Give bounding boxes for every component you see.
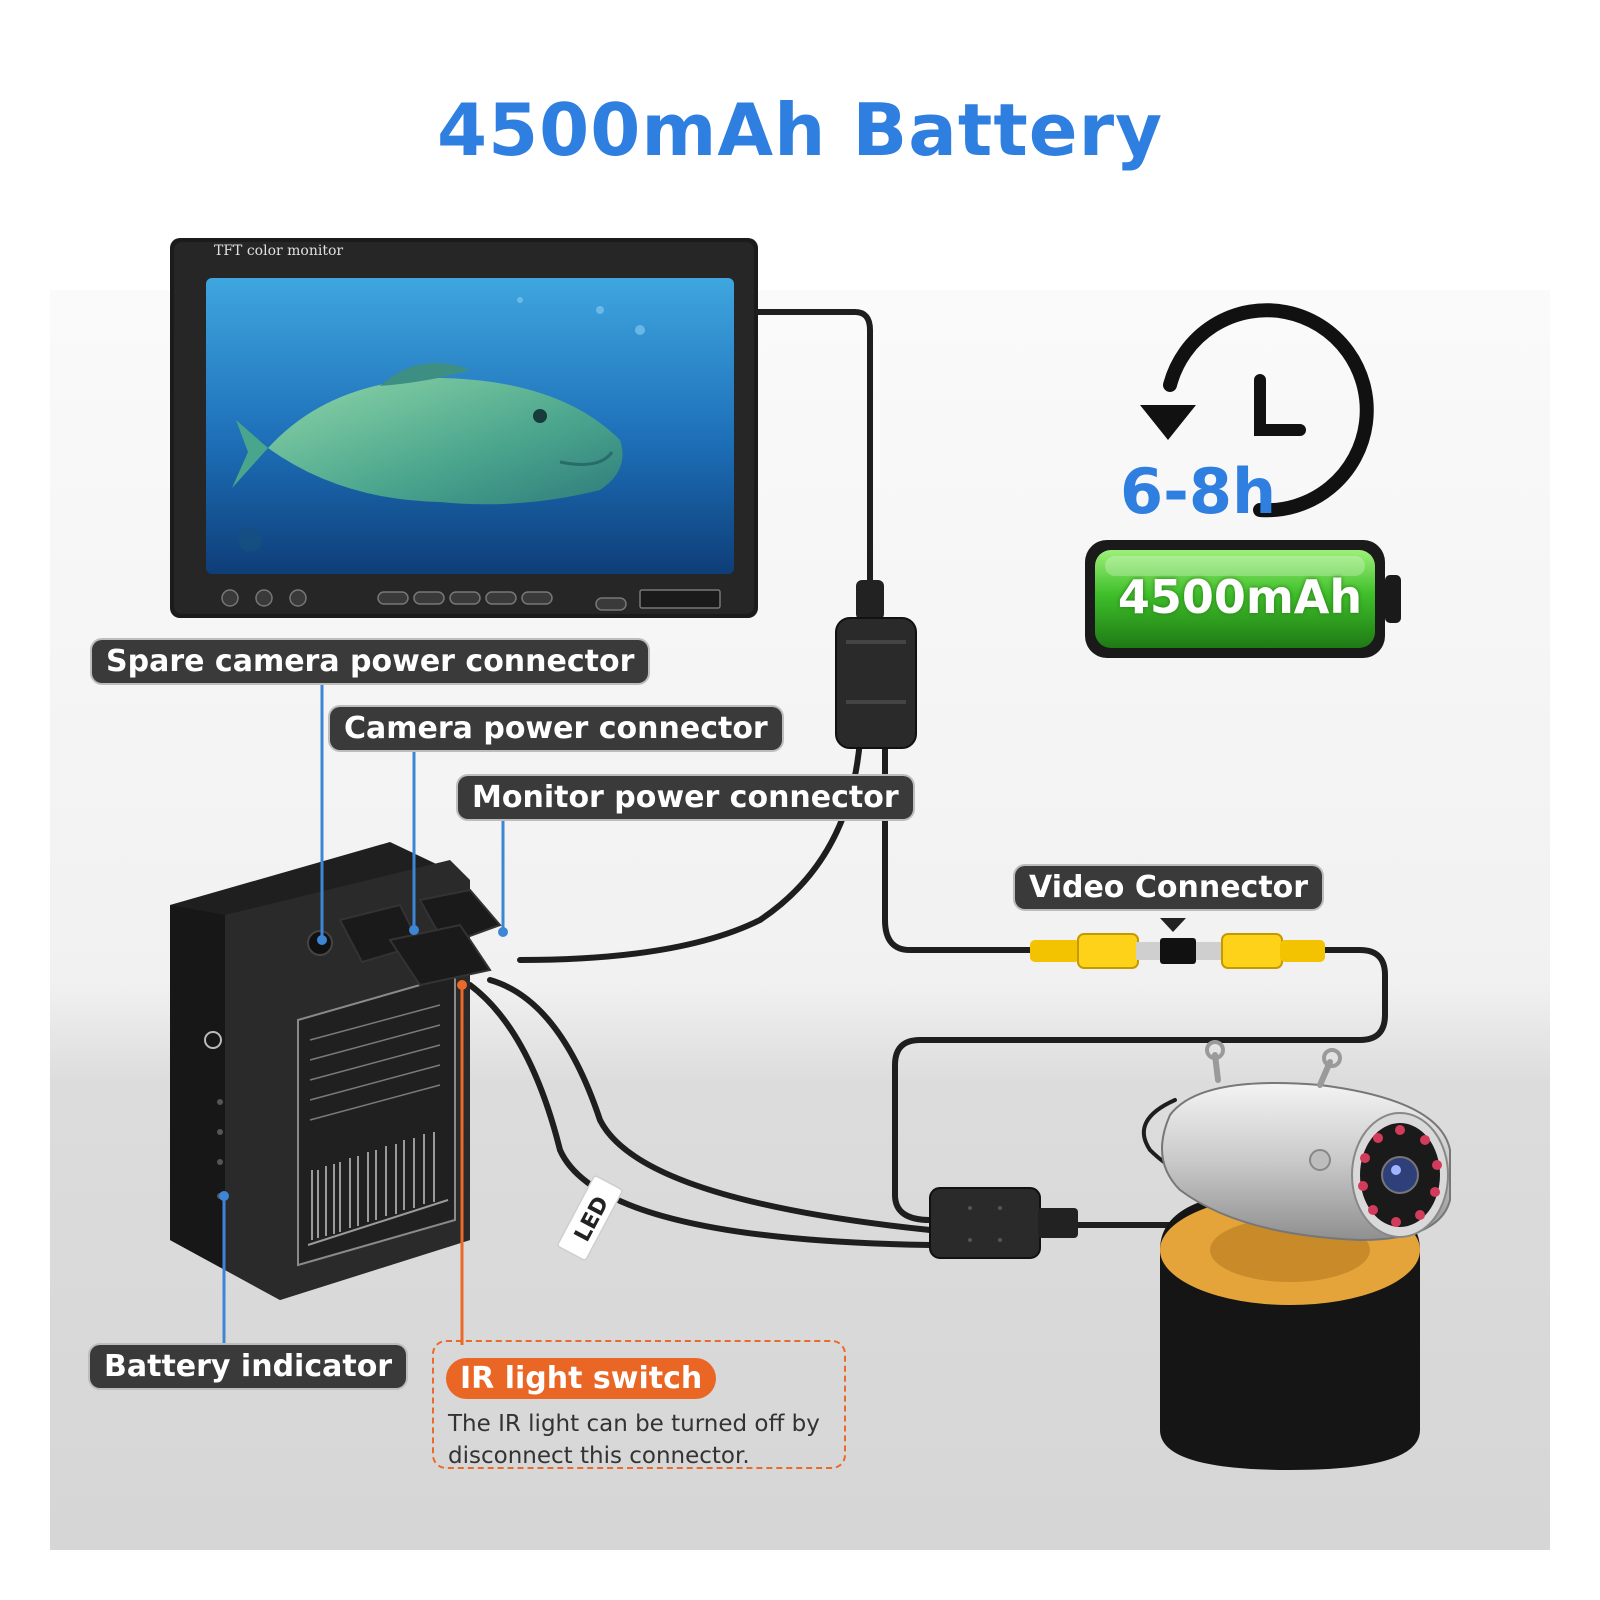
- underwater-camera: [1160, 1040, 1451, 1470]
- clock-arrow-icon: [1163, 303, 1374, 518]
- ir-switch-description: The IR light can be turned off by discon…: [448, 1411, 820, 1469]
- runtime-text: 6-8h: [1120, 455, 1277, 528]
- pointer-lines: [222, 680, 505, 1345]
- label-spare-camera-power-connector: Spare camera power connector: [92, 640, 649, 683]
- tft-monitor: [170, 238, 758, 618]
- monitor-buttons: [221, 589, 721, 611]
- power-button: [204, 1031, 222, 1049]
- y-splitter-top: [835, 580, 917, 749]
- label-monitor-power-connector: Monitor power connector: [458, 776, 913, 819]
- monitor-brand-label: TFT color monitor: [214, 243, 344, 259]
- battery-capacity-text: 4500mAh: [1117, 570, 1363, 624]
- label-video-connector: Video Connector: [1015, 866, 1323, 909]
- label-camera-power-connector: Camera power connector: [330, 707, 782, 750]
- clock-arrow-head: [1140, 405, 1196, 440]
- ir-switch-callout: [432, 1340, 846, 1469]
- ir-switch-title: IR light switch: [446, 1358, 717, 1399]
- y-splitter-bottom: [929, 1187, 1078, 1259]
- led-tag: LED: [557, 1175, 623, 1261]
- page-title: 4500mAh Battery: [436, 88, 1164, 172]
- battery-icon: [1085, 540, 1401, 658]
- rca-video-connector: [1030, 918, 1325, 969]
- battery-box: [170, 842, 502, 1300]
- fish-image: [232, 297, 645, 552]
- label-battery-indicator: Battery indicator: [90, 1345, 407, 1388]
